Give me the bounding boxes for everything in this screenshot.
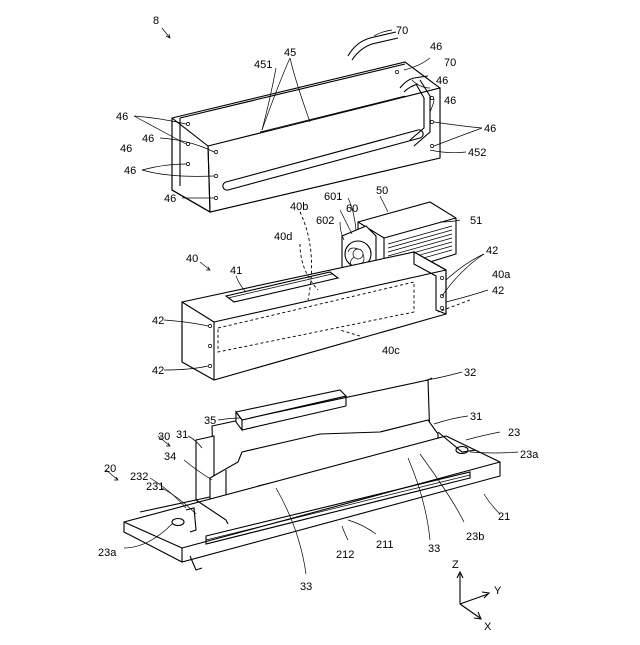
ref-42-left-2: 42 bbox=[152, 365, 164, 377]
ref-40b: 40b bbox=[290, 201, 308, 213]
ref-60: 60 bbox=[346, 203, 358, 215]
ref-602: 602 bbox=[316, 215, 334, 227]
ref-46-left-3: 46 bbox=[124, 165, 136, 177]
coordinate-axes: Z Y X bbox=[452, 559, 502, 633]
ref-212: 212 bbox=[336, 549, 354, 561]
axis-z-label: Z bbox=[452, 559, 459, 571]
ref-46-top: 46 bbox=[430, 41, 442, 53]
ref-46-right-upper: 46 bbox=[436, 75, 448, 87]
ref-40c: 40c bbox=[382, 345, 400, 357]
ref-42-right-1: 42 bbox=[486, 245, 498, 257]
ref-70-upper: 70 bbox=[396, 25, 408, 37]
ref-35: 35 bbox=[204, 415, 216, 427]
ref-23b: 23b bbox=[466, 531, 484, 543]
ref-231: 231 bbox=[146, 481, 164, 493]
ref-40d: 40d bbox=[274, 231, 292, 243]
ref-46-left-1: 46 bbox=[116, 111, 128, 123]
ref-31-left: 31 bbox=[176, 429, 188, 441]
ref-46-right-2: 46 bbox=[444, 95, 456, 107]
duct-body bbox=[182, 252, 446, 380]
ref-8: 8 bbox=[153, 15, 159, 27]
ref-46-left-4: 46 bbox=[164, 193, 176, 205]
ref-211: 211 bbox=[376, 539, 394, 551]
ref-33-right: 33 bbox=[428, 543, 440, 555]
ref-40: 40 bbox=[186, 253, 198, 265]
ref-452: 452 bbox=[468, 147, 486, 159]
ref-42-right-2: 42 bbox=[492, 285, 504, 297]
axis-y-label: Y bbox=[494, 585, 502, 597]
pipe-70-upper bbox=[352, 38, 398, 60]
ref-451: 451 bbox=[254, 59, 272, 71]
ref-23: 23 bbox=[508, 427, 520, 439]
ref-30: 30 bbox=[158, 431, 170, 443]
ref-33-left: 33 bbox=[300, 581, 312, 593]
ref-51: 51 bbox=[470, 215, 482, 227]
ref-46-left-2: 46 bbox=[142, 133, 154, 145]
ref-70-lower: 70 bbox=[444, 57, 456, 69]
ref-46-left-5: 46 bbox=[120, 143, 132, 155]
ref-50: 50 bbox=[376, 185, 388, 197]
ref-45: 45 bbox=[284, 47, 296, 59]
ref-20: 20 bbox=[104, 463, 116, 475]
ref-46-right: 46 bbox=[484, 123, 496, 135]
axis-x-label: X bbox=[484, 621, 492, 633]
ref-23a-left: 23a bbox=[98, 547, 117, 559]
ref-34: 34 bbox=[164, 451, 176, 463]
ref-601: 601 bbox=[324, 191, 342, 203]
ref-40a: 40a bbox=[492, 269, 511, 281]
ref-31-right: 31 bbox=[470, 411, 482, 423]
ref-41: 41 bbox=[230, 265, 242, 277]
ref-21: 21 bbox=[498, 511, 510, 523]
ref-42-left-1: 42 bbox=[152, 315, 164, 327]
panel-45-assembly bbox=[172, 32, 440, 212]
ref-32: 32 bbox=[464, 367, 476, 379]
ref-23a-right: 23a bbox=[520, 449, 539, 461]
